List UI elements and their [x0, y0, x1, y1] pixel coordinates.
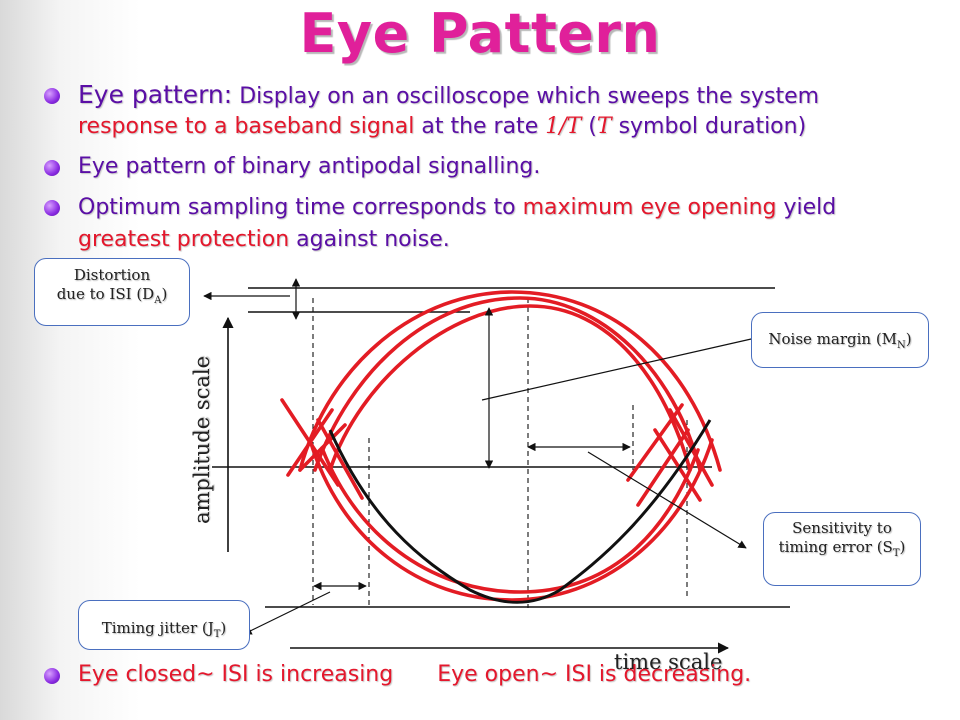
- eye-trace-red-lower-1: [308, 438, 714, 602]
- eye-trace-black: [328, 419, 712, 604]
- bullet-binary-antipodal: Eye pattern of binary antipodal signalli…: [44, 152, 924, 182]
- bullet-dot-icon: [44, 200, 60, 216]
- bullet-dot-icon: [44, 88, 60, 104]
- bullet-list: Eye pattern: Display on an oscilloscope …: [44, 80, 924, 266]
- eye-trace-red-lower-2: [320, 446, 700, 594]
- transition-red-3: [286, 408, 334, 477]
- callout-distortion: Distortion due to ISI (DA): [34, 258, 190, 326]
- sensitivity-pointer: [587, 451, 747, 549]
- jitter-pointer: [243, 591, 331, 635]
- callout-sensitivity: Sensitivity to timing error (ST): [763, 512, 921, 586]
- bullet-eye-pattern-definition: Eye pattern: Display on an oscilloscope …: [44, 80, 924, 142]
- transition-red-4: [298, 423, 347, 472]
- bullet-lead: Eye pattern:: [78, 80, 233, 109]
- bullet-dot-icon: [44, 160, 60, 176]
- slide-title: Eye Pattern: [299, 2, 661, 65]
- transition-red-6: [636, 428, 690, 507]
- amplitude-axis-label: amplitude scale: [190, 355, 214, 525]
- time-axis-label: time scale: [614, 650, 723, 674]
- bullet-optimum-sampling: Optimum sampling time corresponds to max…: [44, 192, 924, 256]
- callout-noise-margin: Noise margin (MN): [751, 312, 929, 368]
- transition-red-2: [316, 418, 364, 500]
- eye-trace-red-3: [328, 304, 692, 472]
- noise-margin-pointer: [481, 334, 761, 401]
- callout-timing-jitter: Timing jitter (JT): [78, 600, 250, 650]
- eye-trace-red-2: [313, 296, 702, 472]
- eye-trace-red-1: [298, 290, 722, 472]
- transition-red-8: [653, 428, 702, 502]
- bullet-dot-icon: [44, 668, 60, 684]
